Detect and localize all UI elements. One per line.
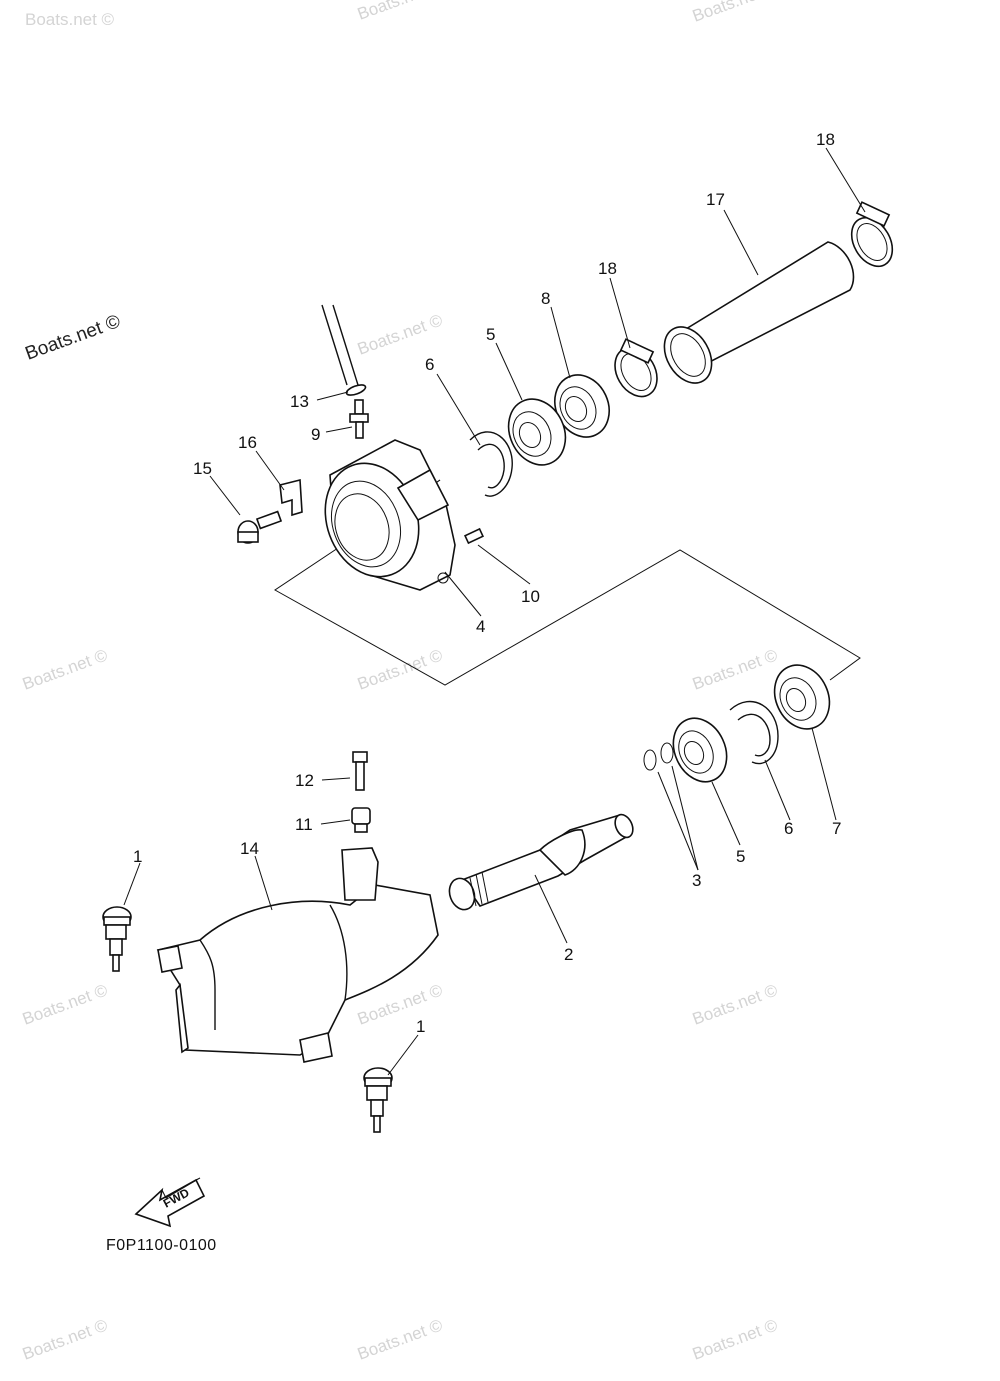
plate-part-16: [279, 478, 303, 517]
callout-4: 4: [476, 617, 485, 636]
callout-5-lower: 5: [736, 847, 745, 866]
callout-10: 10: [521, 587, 540, 606]
watermark: Boats.net ©: [690, 980, 781, 1028]
collar-part-11: [351, 807, 371, 833]
bolt-part-1-right: [363, 1067, 393, 1133]
watermark-layer: Boats.net © Boats.net © Boats.net © Boat…: [20, 0, 786, 1364]
callout-9: 9: [311, 425, 320, 444]
bearing-part-5-lower: [672, 717, 728, 783]
o-ring-part-3: [643, 742, 674, 771]
callout-6-lower: 6: [784, 819, 793, 838]
callout-1-left: 1: [133, 847, 142, 866]
watermark: Boats.net ©: [355, 1315, 446, 1363]
callout-12: 12: [295, 771, 314, 790]
callout-14: 14: [240, 839, 259, 858]
callout-6-upper: 6: [425, 355, 434, 374]
watermark: Boats.net ©: [25, 10, 115, 29]
callout-15: 15: [193, 459, 212, 478]
watermark: Boats.net ©: [20, 1315, 111, 1363]
clip-part-13: [345, 384, 367, 396]
fwd-arrow-icon: FWD: [134, 1177, 206, 1228]
bolt-part-15: [237, 510, 283, 544]
callout-13: 13: [290, 392, 309, 411]
watermark: Boats.net ©: [355, 645, 446, 693]
watermark: Boats.net ©: [355, 310, 446, 358]
callout-11: 11: [295, 815, 313, 834]
callout-8: 8: [541, 289, 550, 308]
bearing-part-5-upper: [507, 398, 567, 466]
watermark: Boats.net ©: [690, 645, 781, 693]
watermark: Boats.net ©: [690, 1315, 781, 1363]
watermark: Boats.net ©: [355, 0, 446, 24]
callout-18-lower: 18: [598, 259, 617, 278]
assembly-bracket: [274, 479, 861, 686]
callout-16: 16: [238, 433, 257, 452]
watermark-primary: Boats.net ©: [23, 311, 124, 365]
callout-17: 17: [706, 190, 725, 209]
bearing-housing-part-4: [324, 439, 456, 591]
bearing-part-7: [773, 664, 831, 730]
bolt-part-1-left: [102, 906, 132, 972]
callout-18-upper: 18: [816, 130, 835, 149]
hose-clamp-part-18-upper: [850, 201, 894, 268]
grease-pipe: [321, 304, 359, 386]
circlip-part-6-lower: [729, 700, 779, 765]
cover-part-14: [156, 847, 439, 1063]
bolt-part-12: [352, 751, 368, 791]
watermark: Boats.net ©: [690, 0, 781, 26]
callout-5-upper: 5: [486, 325, 495, 344]
callout-7: 7: [832, 819, 841, 838]
callout-labels: 18 17 18 8 5 6 13 9 16 15 10 4 12 11 1 1…: [133, 130, 841, 1036]
oil-seal-part-8: [554, 374, 610, 438]
circlip-part-6-upper: [469, 431, 513, 497]
drive-shaft-part-2: [448, 813, 634, 911]
watermark: Boats.net ©: [20, 980, 111, 1028]
leader-lines: [123, 147, 866, 1076]
grease-nipple-part-9: [349, 399, 369, 439]
callout-1-right: 1: [416, 1017, 425, 1036]
callout-2: 2: [564, 945, 573, 964]
diagram-code: F0P1100-0100: [106, 1237, 217, 1254]
hose-clamp-part-18-lower: [614, 338, 658, 398]
callout-3: 3: [692, 871, 701, 890]
watermark: Boats.net ©: [20, 645, 111, 693]
dowel-pin-part-10: [463, 527, 485, 545]
hose-part-17: [663, 241, 855, 384]
